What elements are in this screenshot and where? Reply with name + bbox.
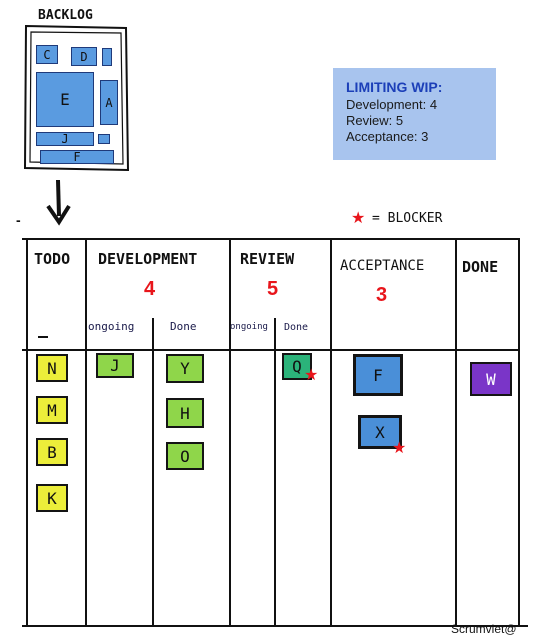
backlog-card-j: J <box>36 132 94 146</box>
card-m: M <box>36 396 68 424</box>
column-development-header: DEVELOPMENT <box>98 250 198 268</box>
legend-blocker-label: = BLOCKER <box>372 211 443 226</box>
review-sub-divider <box>274 318 276 626</box>
backlog-card-small <box>102 48 112 66</box>
acceptance-wip-limit: 3 <box>376 284 388 306</box>
down-arrow-icon <box>46 179 71 226</box>
review-wip-limit: 5 <box>267 278 279 300</box>
card-n: N <box>36 354 68 382</box>
dash-mark: - <box>16 212 21 228</box>
card-h: H <box>166 398 204 428</box>
card-k: K <box>36 484 68 512</box>
card-w: W <box>470 362 512 396</box>
card-b: B <box>36 438 68 466</box>
column-review-header: REVIEW <box>240 250 295 268</box>
col-divider-4 <box>330 238 332 626</box>
backlog-card-e: E <box>36 72 94 127</box>
col-divider-6 <box>518 238 520 626</box>
wip-acceptance: Acceptance: 3 <box>346 129 429 144</box>
board-bottom-line <box>22 625 528 627</box>
column-acceptance-header: ACCEPTANCE <box>340 258 425 274</box>
card-o: O <box>166 442 204 470</box>
review-done-label: Done <box>284 322 309 333</box>
backlog-card-d: D <box>71 47 97 66</box>
board-top-line <box>22 238 520 240</box>
card-x: X <box>358 415 402 449</box>
wip-review: Review: 5 <box>346 113 404 128</box>
backlog-frame <box>23 24 130 172</box>
todo-tick <box>38 336 48 338</box>
dev-done-label: Done <box>170 320 197 333</box>
board-header-line <box>22 349 520 351</box>
column-todo-header: TODO <box>34 250 71 268</box>
backlog-panel: BACKLOG C D E A J F <box>22 8 130 172</box>
col-divider-1 <box>26 238 28 626</box>
blocker-star-icon: ★ <box>351 210 366 227</box>
wip-limits-box: LIMITING WIP: Development: 4 Review: 5 A… <box>333 68 496 160</box>
backlog-card-a: A <box>100 80 118 125</box>
backlog-card-tiny <box>98 134 110 144</box>
backlog-card-f: F <box>40 150 114 164</box>
column-done-header: DONE <box>462 258 499 276</box>
credit-text: Scrumviet@ <box>451 622 517 636</box>
dev-ongoing-label: ongoing <box>88 320 135 333</box>
development-wip-limit: 4 <box>144 278 156 300</box>
wip-title: LIMITING WIP: <box>346 79 443 95</box>
col-divider-3 <box>229 238 231 626</box>
card-j: J <box>96 353 134 378</box>
dev-sub-divider <box>152 318 154 626</box>
card-q: Q <box>282 353 312 380</box>
card-q-blocker-star-icon: ★ <box>304 367 319 384</box>
backlog-card-c: C <box>36 45 58 64</box>
card-y: Y <box>166 354 204 383</box>
card-f: F <box>353 354 403 396</box>
card-x-blocker-star-icon: ★ <box>392 440 407 457</box>
col-divider-5 <box>455 238 457 626</box>
backlog-title: BACKLOG <box>36 8 95 23</box>
wip-development: Development: 4 <box>346 97 438 112</box>
col-divider-2 <box>85 238 87 626</box>
review-ongoing-label: ongoing <box>230 322 268 332</box>
